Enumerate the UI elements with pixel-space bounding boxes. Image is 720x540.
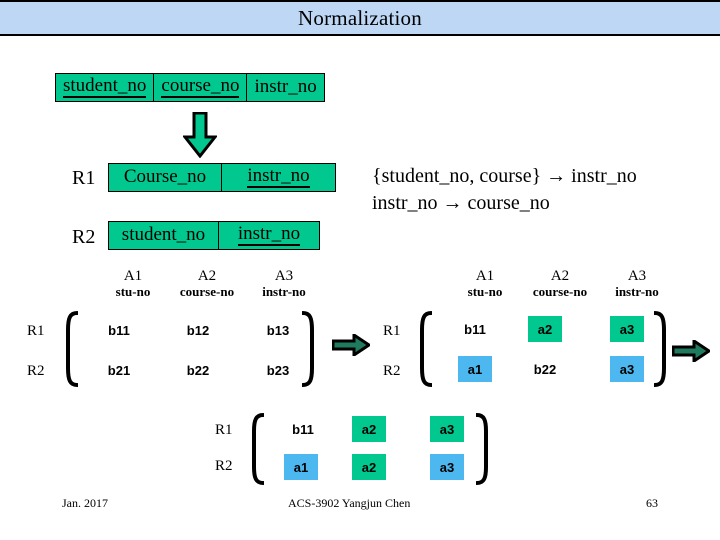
functional-dependency-list: {student_no, course} → instr_no instr_no… — [372, 163, 637, 217]
slide-title-bar: Normalization — [0, 0, 720, 36]
matrix-final-bracket-left — [250, 412, 265, 486]
matrix-step2-body: R1 R2 b11 a2 a3 a1 b22 a3 — [378, 310, 678, 388]
matrix-step2-cell-r2-a3: a3 — [610, 356, 644, 382]
matrix-step2-row-label-r2: R2 — [383, 363, 401, 379]
matrix-step2-cell-r2-a2: b22 — [533, 361, 557, 377]
matrix-final-row-label-r2: R2 — [215, 458, 233, 474]
matrix-final: R1 R2 b11 a2 a3 a1 a2 a3 — [210, 412, 500, 486]
matrix-initial-cell-r2-a1: b21 — [107, 362, 131, 378]
slide-footer: Jan. 2017 ACS-3902 Yangjun Chen 63 — [0, 496, 720, 518]
matrix-final-cell-r2-a2: a2 — [352, 454, 386, 480]
matrix-initial-headers: A1 stu-no A2 course-no A3 instr-no — [20, 268, 320, 310]
relation-r2-table: student_no instr_no — [108, 221, 320, 250]
matrix-step2-cell-r2-a1: a1 — [458, 356, 492, 382]
matrix-initial-cell-r1-a2: b12 — [186, 322, 210, 338]
r2-cell-student-no: student_no — [109, 222, 219, 249]
r1-cell-instr-no: instr_no — [222, 164, 335, 191]
matrix-step2-cell-r1-a1: b11 — [464, 321, 486, 337]
matrix-step2-header-a3: A3 instr-no — [615, 268, 659, 299]
matrix-final-bracket-right — [475, 412, 490, 486]
matrix-final-cell-r1-a3: a3 — [430, 416, 464, 442]
original-relation-cell-student-no: student_no — [56, 74, 155, 101]
matrix-initial-row-label-r1: R1 — [27, 323, 45, 339]
arrow-right-icon-1 — [331, 332, 372, 358]
matrix-final-row-label-r1: R1 — [215, 422, 233, 438]
matrix-step2-header-a1: A1 stu-no — [467, 268, 503, 299]
original-relation-cell-instr-no: instr_no — [247, 74, 324, 101]
footer-course-info: ACS-3902 Yangjun Chen — [288, 496, 411, 510]
arrow-right-icon-2 — [671, 338, 712, 364]
matrix-step2-bracket-left — [418, 310, 433, 388]
arrow-down-icon — [181, 111, 219, 159]
matrix-step2-header-a2: A2 course-no — [532, 268, 588, 299]
matrix-initial-bracket-left — [64, 310, 79, 388]
matrix-step2-row-label-r1: R1 — [383, 323, 401, 339]
footer-page-number: 63 — [646, 496, 658, 510]
matrix-step2-bracket-right — [653, 310, 668, 388]
r2-cell-instr-no: instr_no — [219, 222, 319, 249]
matrix-final-cell-r2-a1: a1 — [284, 454, 318, 480]
matrix-initial-cell-r2-a2: b22 — [186, 362, 210, 378]
page-title: Normalization — [298, 5, 422, 30]
matrix-step2-cell-r1-a2: a2 — [528, 316, 562, 342]
matrix-final-cell-r1-a1: b11 — [292, 421, 314, 437]
matrix-initial-header-a2: A2 course-no — [179, 268, 235, 299]
matrix-step2-cell-r1-a3: a3 — [610, 316, 644, 342]
matrix-initial-cell-r2-a3: b23 — [266, 362, 290, 378]
matrix-initial-body: R1 R2 b11 b12 b13 b21 b22 b23 — [20, 310, 330, 388]
matrix-initial-header-a1: A1 stu-no — [115, 268, 151, 299]
matrix-initial-row-label-r2: R2 — [27, 363, 45, 379]
matrix-final-cell-r2-a3: a3 — [430, 454, 464, 480]
relation-r1-table: Course_no instr_no — [108, 163, 336, 192]
matrix-step2: A1 stu-no A2 course-no A3 instr-no R1 R2… — [378, 268, 678, 388]
matrix-final-cell-r1-a2: a2 — [352, 416, 386, 442]
matrix-initial-cell-r1-a3: b13 — [266, 322, 290, 338]
matrix-final-body: R1 R2 b11 a2 a3 a1 a2 a3 — [210, 412, 500, 486]
matrix-initial-header-a3: A3 instr-no — [262, 268, 306, 299]
matrix-initial-cell-r1-a1: b11 — [108, 322, 130, 338]
r1-cell-course-no: Course_no — [109, 164, 222, 191]
footer-date: Jan. 2017 — [62, 496, 108, 510]
matrix-initial-bracket-right — [301, 310, 316, 388]
matrix-step2-headers: A1 stu-no A2 course-no A3 instr-no — [378, 268, 678, 310]
relation-label-r2: R2 — [72, 226, 96, 248]
fd-line-2: instr_no → course_no — [372, 192, 550, 215]
matrix-initial: A1 stu-no A2 course-no A3 instr-no R1 R2… — [20, 268, 330, 388]
relation-label-r1: R1 — [72, 167, 96, 189]
original-relation-cell-course-no: course_no — [154, 74, 248, 101]
original-relation-table: student_no course_no instr_no — [55, 73, 325, 102]
fd-line-1: {student_no, course} → instr_no — [372, 165, 637, 187]
